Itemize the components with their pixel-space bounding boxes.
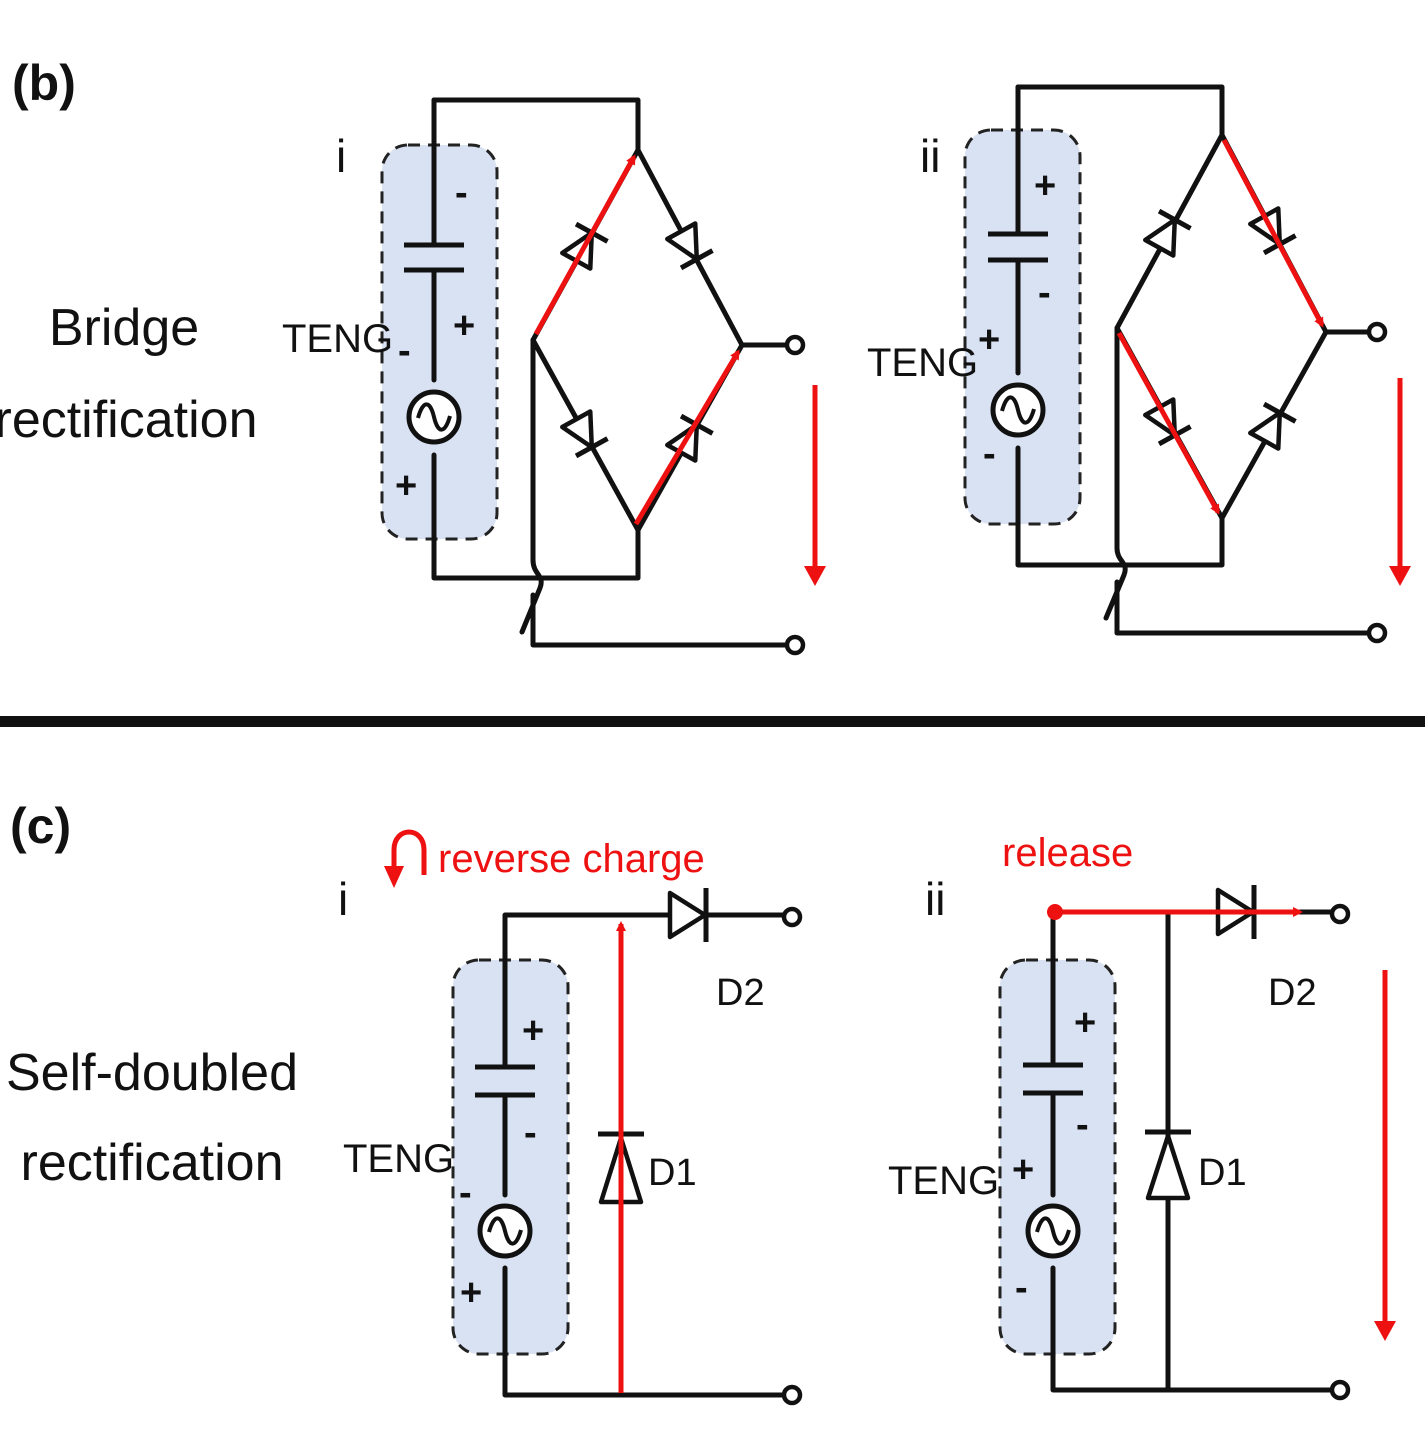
current-path-arrow [633, 349, 741, 526]
polarity-sign: + [1012, 1149, 1034, 1191]
teng-box [451, 958, 570, 1356]
sine-wave-icon [487, 1216, 523, 1246]
reverse-charge-icon [391, 829, 427, 878]
panel-divider [0, 716, 1425, 727]
panel-c: (c) Self-doubled rectification i reverse… [6, 798, 1396, 1406]
polarity-sign: - [1015, 1267, 1028, 1309]
bridge-wire [530, 147, 745, 533]
sine-wave-icon [416, 402, 452, 432]
output-terminal [1329, 903, 1351, 925]
wire [1050, 1265, 1339, 1393]
wire [1015, 84, 1225, 138]
teng-box [998, 958, 1117, 1356]
panel-b-title-line2: rectification [0, 391, 258, 449]
current-path-arrow [533, 154, 637, 336]
diode-d1-icon [1145, 1129, 1191, 1201]
wire [502, 1265, 791, 1398]
polarity-sign: - [524, 1112, 537, 1154]
polarity-sign: + [453, 305, 475, 347]
panel-b-tag: (b) [12, 55, 76, 111]
polarity-sign: + [522, 1010, 544, 1052]
reverse-charge-arrowhead [384, 866, 404, 888]
current-path-arrow [1221, 138, 1325, 328]
output-terminal [1366, 622, 1388, 644]
circuit-c-ii-label: ii [925, 873, 945, 925]
teng-label: TENG [343, 1137, 454, 1181]
circuit-b-ii: ii TENG + - + - [867, 84, 1411, 644]
circuit-c-i-label: i [338, 873, 348, 925]
diode-d2-label: D2 [716, 972, 765, 1014]
teng-label: TENG [282, 317, 393, 361]
polarity-sign: + [1074, 1002, 1096, 1044]
sine-wave-icon [1035, 1216, 1071, 1246]
circuit-c-ii: ii release TENG + - + - D2 [888, 831, 1396, 1401]
diode-d2-icon [667, 888, 709, 942]
polarity-sign: + [460, 1272, 482, 1314]
polarity-sign: - [1076, 1104, 1089, 1146]
circuit-b-ii-label: ii [920, 130, 940, 182]
circuit-c-i: i reverse charge TENG + - - + D2 [338, 829, 803, 1406]
panel-c-title-line1: Self-doubled [6, 1044, 298, 1102]
diode-icon [665, 221, 714, 271]
panel-b-title-line1: Bridge [49, 299, 199, 357]
polarity-sign: + [1034, 165, 1056, 207]
output-terminal [781, 1384, 803, 1406]
polarity-sign: - [455, 172, 468, 214]
reverse-charge-annotation: reverse charge [438, 837, 705, 881]
panel-c-tag: (c) [10, 798, 71, 854]
wire [519, 337, 791, 648]
wire [1015, 445, 1225, 568]
release-annotation: release [1002, 831, 1133, 875]
polarity-sign: - [1038, 272, 1051, 314]
polarity-sign: - [983, 433, 996, 475]
output-terminal [1366, 321, 1388, 343]
bridge-wire [1114, 132, 1329, 521]
output-terminal [784, 634, 806, 656]
teng-label: TENG [888, 1159, 999, 1203]
wire [431, 452, 641, 581]
polarity-sign: + [978, 319, 1000, 361]
diode-icon [560, 409, 609, 459]
teng-box [963, 128, 1082, 526]
panel-b: (b) Bridge rectification i TENG - + - + [0, 55, 1411, 656]
current-path-arrow [1116, 331, 1221, 515]
wire [431, 97, 641, 153]
diode-d1-label: D1 [648, 1152, 697, 1194]
output-terminal [1329, 1379, 1351, 1401]
polarity-sign: - [398, 330, 411, 372]
teng-label: TENG [867, 341, 978, 385]
panel-c-title-line2: rectification [21, 1134, 284, 1192]
diode-d1-label: D1 [1198, 1152, 1247, 1194]
output-terminal [784, 334, 806, 356]
circuit-b-i: i TENG - + - + [282, 97, 826, 656]
wire [1103, 325, 1373, 636]
diode-d2-label: D2 [1268, 972, 1317, 1014]
output-terminal [781, 906, 803, 928]
diode-icon [1248, 401, 1297, 451]
diode-icon [1143, 208, 1192, 258]
polarity-sign: - [459, 1172, 472, 1214]
circuit-b-i-label: i [336, 130, 346, 182]
polarity-sign: + [395, 465, 417, 507]
sine-wave-icon [1000, 395, 1036, 425]
